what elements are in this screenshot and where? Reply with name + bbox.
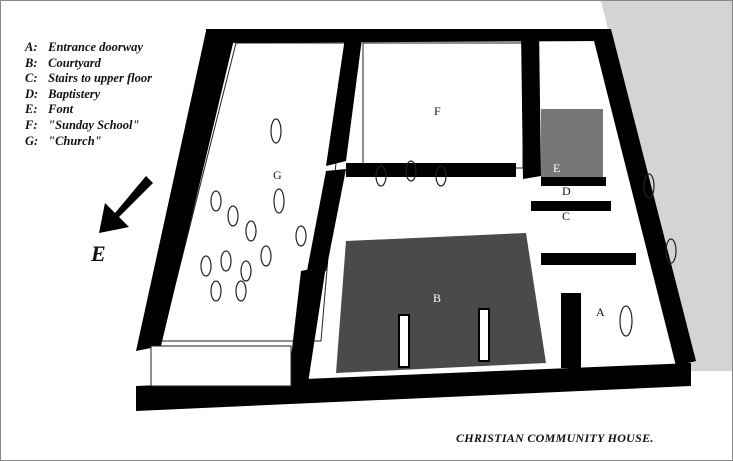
label-c-stairs: C (562, 209, 571, 223)
legend-label: Baptistery (48, 86, 101, 101)
legend-label: "Sunday School" (48, 117, 140, 132)
legend-key: A: (25, 40, 38, 54)
legend-key: C: (25, 71, 38, 86)
stair-room-wall (531, 201, 611, 211)
school-wall-segment (346, 163, 516, 177)
legend-label: Stairs to upper floor (48, 71, 152, 86)
courtyard-left-wall (306, 169, 346, 276)
legend-item: G: "Church" (25, 134, 152, 150)
baptistery-wall (541, 177, 606, 186)
church-front-divider-wall (286, 266, 326, 401)
entrance-pillar (561, 293, 581, 368)
church-divider-wall (326, 31, 363, 166)
legend-label: Entrance doorway (48, 40, 143, 54)
legend: A: Entrance doorway B: Courtyard C: Stai… (25, 40, 152, 149)
legend-key: E: (25, 102, 38, 117)
school-back-wall (362, 42, 524, 169)
congregation-figures (200, 118, 677, 337)
back-wall (206, 29, 601, 43)
legend-item: B: Courtyard (25, 56, 152, 72)
direction-label: E (91, 241, 106, 266)
label-f-sunday-school: F (434, 104, 441, 118)
room-divider-wall (521, 29, 541, 179)
courtyard-floor (336, 233, 546, 373)
church-front-bench-wall (150, 345, 292, 387)
label-b-courtyard: B (433, 291, 442, 305)
courtyard-column (478, 308, 490, 362)
caption: CHRISTIAN COMMUNITY HOUSE. (456, 431, 654, 445)
left-outer-wall (136, 31, 236, 351)
legend-label: "Church" (48, 133, 102, 148)
church-floor (160, 42, 347, 342)
arrow-down-left-icon (99, 176, 153, 233)
legend-key: B: (25, 55, 38, 70)
legend-key: D: (25, 86, 39, 101)
legend-item: D: Baptistery (25, 87, 152, 103)
legend-item: F: "Sunday School" (25, 118, 152, 134)
legend-key: G: (25, 133, 39, 148)
entrance-room-wall (541, 253, 636, 265)
label-a-entrance: A (596, 305, 605, 319)
baptistery-niche (541, 109, 603, 179)
legend-item: E: Font (25, 102, 152, 118)
courtyard-column (398, 314, 410, 368)
legend-label: Courtyard (48, 55, 101, 70)
label-g-church: G (273, 168, 282, 182)
legend-item: C: Stairs to upper floor (25, 71, 152, 87)
legend-item: A: Entrance doorway (25, 40, 152, 56)
label-d-baptistery: D (562, 184, 571, 198)
label-e-font: E (553, 161, 561, 175)
street-area (601, 1, 732, 371)
front-wall (136, 363, 691, 411)
legend-label: Font (48, 102, 74, 117)
right-outer-wall (591, 29, 696, 366)
legend-key: F: (25, 117, 38, 132)
